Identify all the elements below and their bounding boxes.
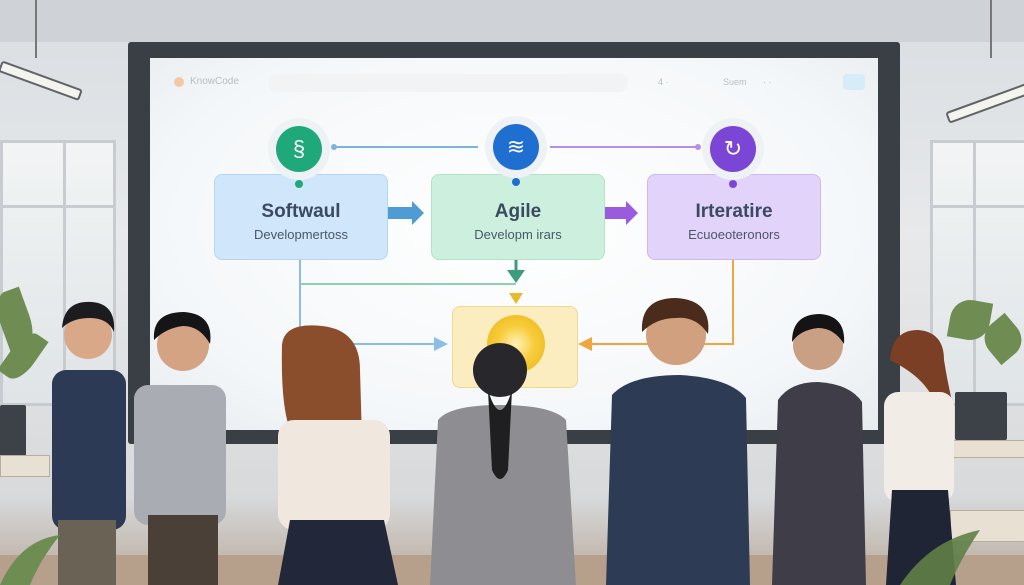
nav-item-3: · ·: [763, 77, 772, 87]
logo-icon: [174, 77, 184, 87]
cycle-icon: ↻: [710, 126, 756, 172]
lamp-wire: [990, 0, 992, 58]
search-bar: [268, 74, 628, 92]
connector-line-orange: [590, 258, 734, 345]
node-title: Softwaul: [261, 201, 341, 222]
desk-left: [0, 455, 50, 477]
layers-icon: ≋: [493, 124, 539, 170]
person-5: [606, 298, 750, 585]
person-4: [430, 343, 576, 585]
app-logo: KnowCode: [190, 76, 239, 87]
nav-item-2: Suem: [723, 77, 747, 87]
pin-software: [295, 180, 303, 188]
node-subtitle: Developm irars: [474, 227, 562, 242]
arrow-into-center-left: [434, 337, 448, 351]
connector-dot: [695, 144, 701, 150]
arrow-down-green: [507, 270, 525, 283]
person-2: [134, 312, 226, 585]
scroll-icon: §: [276, 126, 322, 172]
icon-ring-software: §: [268, 118, 330, 180]
desk-monitor-left: [0, 405, 26, 457]
node-title: Agile: [494, 201, 542, 222]
screen-topbar: KnowCode 4 · Suem · ·: [168, 72, 865, 94]
node-iterative: Irteratire Ecuoeoteronors: [647, 174, 821, 260]
node-title: Irteratire: [695, 201, 773, 222]
arrow-right-1: [388, 201, 424, 225]
arrow-down-yellow: [509, 293, 523, 304]
lamp-wire: [35, 0, 37, 58]
nav-button: [843, 74, 865, 90]
pin-iterative: [729, 180, 737, 188]
window-right: [930, 140, 1024, 406]
icon-ring-agile: ≋: [485, 116, 547, 178]
desk-monitor-right: [955, 392, 1007, 440]
node-subtitle: Ecuoeoteronors: [688, 227, 780, 242]
person-7: [884, 330, 956, 585]
icon-ring-iterative: ↻: [702, 118, 764, 180]
arrow-into-center-right: [578, 337, 592, 351]
pin-agile: [512, 178, 520, 186]
node-agile: Agile Developm irars: [431, 174, 605, 260]
node-subtitle: Developmertoss: [254, 227, 348, 242]
person-1: [52, 301, 126, 585]
connector-dot: [331, 144, 337, 150]
node-software: Softwaul Developmertoss: [214, 174, 388, 260]
ceiling: [0, 0, 1024, 42]
person-6: [772, 314, 866, 585]
arrow-right-2: [604, 201, 638, 225]
foreground-plant-leaves: [0, 530, 980, 585]
nav-item-1: 4 ·: [658, 77, 669, 87]
person-3: [278, 325, 398, 585]
